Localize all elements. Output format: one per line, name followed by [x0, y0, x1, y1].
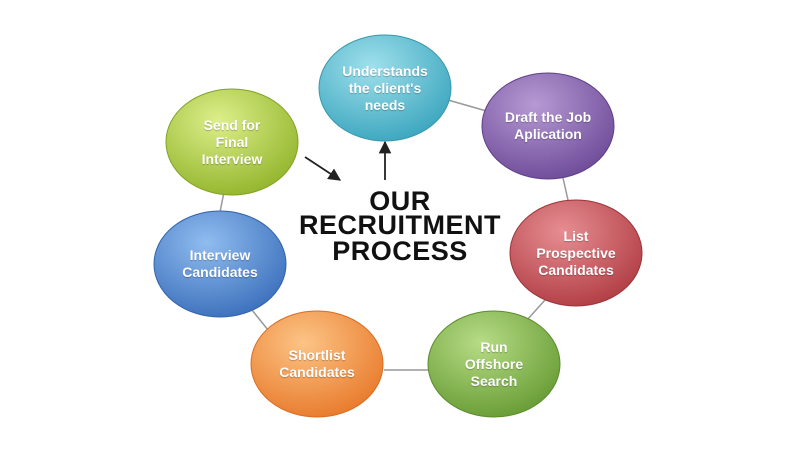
- step-label-send-final-interview: Send for Final Interview: [201, 116, 263, 167]
- step-label-understands-needs: Understands the client's needs: [342, 62, 428, 113]
- step-circle-understands-needs: [318, 34, 452, 142]
- step-circle-draft-job-application: [481, 72, 615, 180]
- step-label-list-prospective-candidates: List Prospective Candidates: [536, 227, 616, 278]
- connector-6-7: [219, 191, 225, 213]
- step-circle-run-offshore-search: [427, 310, 561, 418]
- step-label-draft-job-application: Draft the Job Aplication: [504, 109, 592, 142]
- connector-2-3: [562, 177, 569, 201]
- center-title-line-2: RECRUITMENT: [299, 210, 501, 240]
- step-circle-list-prospective-candidates: [509, 199, 643, 307]
- connector-5-6: [251, 309, 269, 331]
- step-circle-interview-candidates: [153, 210, 287, 318]
- arrow-from-final-interview: [304, 156, 342, 181]
- step-label-run-offshore-search: Run Offshore Search: [464, 338, 524, 389]
- center-title-line-1: OUR: [369, 186, 431, 216]
- step-circle-shortlist-candidates: [250, 310, 384, 418]
- connector-lines: [219, 99, 569, 371]
- center-title-line-3: PROCESS: [332, 236, 468, 266]
- step-circle-send-final-interview: [165, 88, 299, 196]
- step-label-interview-candidates: Interview Candidates: [182, 247, 258, 280]
- connector-1-2: [447, 99, 491, 113]
- step-label-shortlist-candidates: Shortlist Candidates: [279, 347, 355, 380]
- connector-3-4: [526, 299, 546, 321]
